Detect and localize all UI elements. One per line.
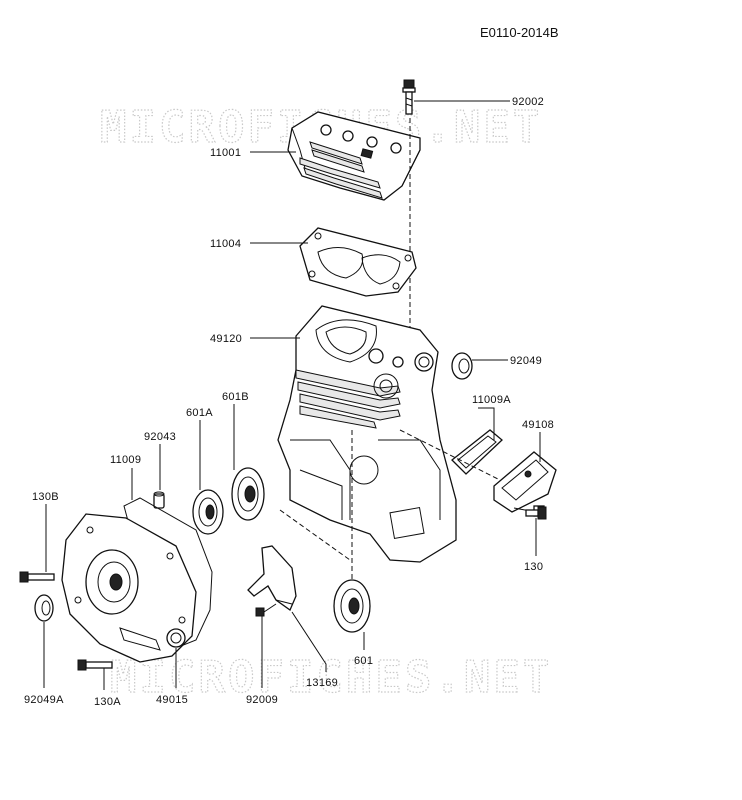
label-130B: 130B (32, 491, 59, 503)
part-crankcase-49120[interactable] (277, 305, 457, 563)
part-bolt-130[interactable] (525, 506, 547, 520)
label-130A: 130A (94, 696, 121, 708)
part-bolt-130B[interactable] (19, 571, 55, 583)
part-baffle-13169[interactable] (247, 545, 297, 611)
part-plug-49015[interactable] (166, 628, 186, 648)
part-bearing-601B[interactable] (231, 467, 265, 521)
part-oil-seal-92049[interactable] (451, 352, 473, 380)
label-92009: 92009 (246, 694, 278, 706)
label-49015: 49015 (156, 694, 188, 706)
label-92043: 92043 (144, 431, 176, 443)
part-breather-gasket-11009A[interactable] (451, 429, 503, 475)
part-dowel-pin-92043[interactable] (153, 491, 165, 509)
alignment-line-breather (399, 429, 501, 481)
part-breather-cover-49108[interactable] (493, 451, 557, 517)
part-bolt-92002[interactable] (402, 79, 416, 115)
part-bearing-601[interactable] (333, 579, 371, 633)
label-601A: 601A (186, 407, 213, 419)
part-bolt-130A[interactable] (77, 659, 113, 671)
label-13169: 13169 (306, 677, 338, 689)
part-oil-seal-92049A[interactable] (34, 594, 54, 622)
label-11009A: 11009A (472, 394, 511, 406)
label-11004: 11004 (210, 238, 241, 250)
part-cylinder-head-11001[interactable] (287, 111, 421, 201)
part-head-gasket-11004[interactable] (299, 227, 417, 297)
alignment-line-cover (279, 509, 351, 561)
label-92049: 92049 (510, 355, 542, 367)
diagram-id: E0110-2014B (480, 25, 559, 40)
label-92049A: 92049A (24, 694, 64, 706)
watermark-bottom: MICROFICHES.NET (110, 652, 552, 703)
part-screw-92009[interactable] (255, 603, 277, 617)
label-601B: 601B (222, 391, 249, 403)
label-92002: 92002 (512, 96, 544, 108)
label-601: 601 (354, 655, 373, 667)
label-11001: 11001 (210, 147, 241, 159)
label-130: 130 (524, 561, 543, 573)
leader-lines (43, 100, 541, 690)
part-bearing-601A[interactable] (192, 489, 224, 535)
label-49120: 49120 (210, 333, 242, 345)
label-49108: 49108 (522, 419, 554, 431)
label-11009: 11009 (110, 454, 141, 466)
part-crankcase-cover[interactable] (61, 513, 197, 663)
